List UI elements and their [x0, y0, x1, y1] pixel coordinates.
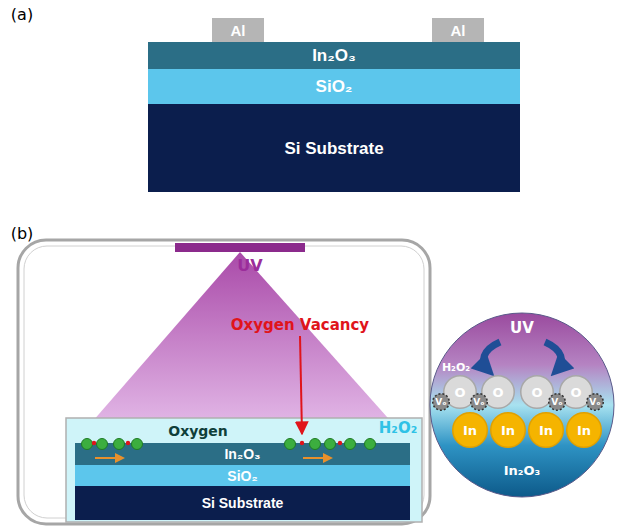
oxygen-dot: [310, 439, 321, 450]
oxygen-atom: O: [520, 375, 554, 409]
layer-label: Al: [231, 23, 246, 38]
si-substrate: Si Substrate: [75, 486, 410, 520]
callout-label: Oxygen Vacancy: [231, 316, 369, 334]
oxygen-dot: [132, 439, 143, 450]
flow-arrow: [95, 457, 123, 459]
sio2-layer: SiO₂: [75, 465, 410, 486]
vacancy-dot: [126, 441, 130, 445]
oxygen-dot: [365, 439, 376, 450]
atom-label: Vₒ: [435, 398, 446, 407]
vacancy-dot: [338, 441, 342, 445]
zoom-label: UV: [510, 321, 534, 336]
indium-atom: In: [566, 412, 602, 448]
oxygen-dot: [345, 439, 356, 450]
uv-chamber: [18, 240, 430, 524]
sio2-layer: SiO₂: [148, 69, 520, 104]
oxygen-dot: [97, 439, 108, 450]
layer-label: In₂O₃: [224, 447, 260, 461]
panel-label: (a): [11, 5, 33, 24]
atom-label: In: [577, 424, 591, 437]
h2o2-label: H₂O₂: [379, 419, 417, 437]
atom-label: Vₒ: [473, 398, 484, 407]
chamber-inner-line: [24, 246, 424, 518]
flow-arrow: [303, 457, 331, 459]
uv-arrow: [545, 342, 561, 370]
atom-label: O: [454, 386, 465, 399]
layer-label: Si Substrate: [284, 140, 383, 157]
oxygen-label: Oxygen: [168, 423, 228, 439]
indium-atom: In: [452, 412, 488, 448]
atom-shape: [529, 413, 564, 448]
vacancy-dot: [92, 441, 96, 445]
uv-lamp: [175, 243, 305, 252]
oxygen-vacancy: Vₒ: [548, 393, 566, 411]
atom-shape: [567, 413, 602, 448]
oxygen-vacancy: Vₒ: [470, 393, 488, 411]
zoom-circle-shape: [430, 313, 614, 497]
oxygen-dot: [82, 439, 93, 450]
atom-label: O: [531, 386, 542, 399]
oxygen-dot: [325, 439, 336, 450]
atom-label: In: [463, 424, 477, 437]
atom-shape: [491, 413, 526, 448]
layer-label: SiO₂: [316, 78, 353, 95]
si-substrate: Si Substrate: [148, 104, 520, 192]
layer-label: Si Substrate: [202, 496, 284, 510]
panel-label: (b): [11, 224, 34, 243]
h2o2-bath: [66, 418, 422, 522]
layer-label: Al: [451, 23, 466, 38]
atom-label: O: [492, 386, 503, 399]
indium-atom: In: [528, 412, 564, 448]
atom-label: In: [539, 424, 553, 437]
leader-arrow: [300, 336, 302, 434]
in2o3-layer: In₂O₃: [75, 443, 410, 465]
atom-shape: [453, 413, 488, 448]
atom-shape: [471, 394, 488, 411]
zoom-circle: UV H₂O₂ In₂O₃ O O O O Vₒ Vₒ Vₒ VₒIn In In In: [429, 312, 615, 498]
atom-shape: [433, 394, 450, 411]
uv-arrow: [484, 342, 500, 370]
oxygen-dot: [285, 439, 296, 450]
oxygen-vacancy: Vₒ: [586, 393, 604, 411]
atom-label: Vₒ: [551, 398, 562, 407]
al-contact: Al: [432, 18, 484, 42]
zoom-label: H₂O₂: [442, 362, 470, 373]
vacancy-dot: [300, 441, 304, 445]
zoom-label: In₂O₃: [504, 464, 541, 477]
atom-shape: [587, 394, 604, 411]
indium-atom: In: [490, 412, 526, 448]
atom-label: In: [501, 424, 515, 437]
uv-beam: [72, 252, 412, 445]
atom-shape: [549, 394, 566, 411]
layer-label: In₂O₃: [312, 47, 356, 64]
al-contact: Al: [212, 18, 264, 42]
uv-label: UV: [237, 256, 262, 275]
layer-label: SiO₂: [227, 469, 257, 483]
oxygen-vacancy: Vₒ: [432, 393, 450, 411]
atom-label: O: [570, 386, 581, 399]
in2o3-layer: In₂O₃: [148, 42, 520, 69]
atom-label: Vₒ: [589, 398, 600, 407]
oxygen-dot: [114, 439, 125, 450]
